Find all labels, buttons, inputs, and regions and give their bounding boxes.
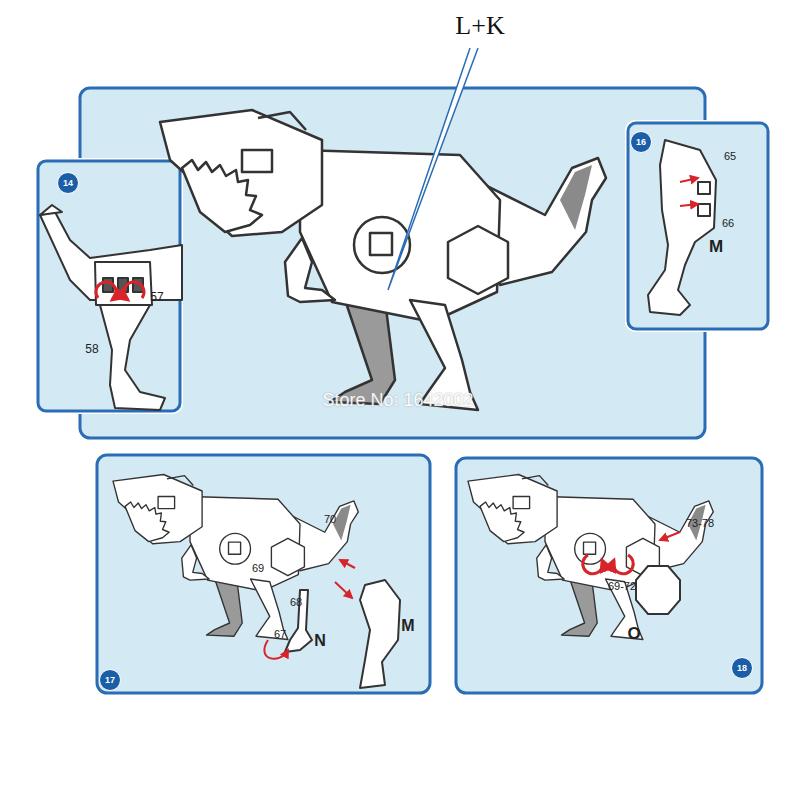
callout-number: 68: [290, 597, 302, 608]
callout-number: 69: [252, 563, 264, 574]
callout-number: 65: [724, 151, 736, 162]
callout-number: 58: [85, 343, 98, 355]
callout-number: 73-78: [686, 518, 714, 529]
step-number: 16: [630, 131, 652, 153]
callout-number: 69-72: [608, 581, 636, 592]
callout-number: 66: [722, 218, 734, 229]
part-letter: N: [314, 633, 326, 649]
step-text: 16: [636, 138, 646, 147]
part-letter: M: [401, 618, 414, 634]
watermark: Store No: 1642002: [322, 391, 473, 409]
step-number: 18: [731, 657, 753, 679]
callout-number: 70: [324, 514, 336, 525]
step-number: 14: [57, 172, 79, 194]
callout-number: 57: [150, 291, 163, 303]
step-number: 17: [99, 669, 121, 691]
part-letter: M: [709, 238, 723, 255]
part-letter: O: [627, 625, 640, 642]
callout-label: L+K: [455, 13, 504, 39]
callout-number: 67: [274, 629, 286, 640]
step-text: 14: [63, 179, 73, 188]
step-text: 17: [105, 676, 115, 685]
step-text: 18: [737, 664, 747, 673]
